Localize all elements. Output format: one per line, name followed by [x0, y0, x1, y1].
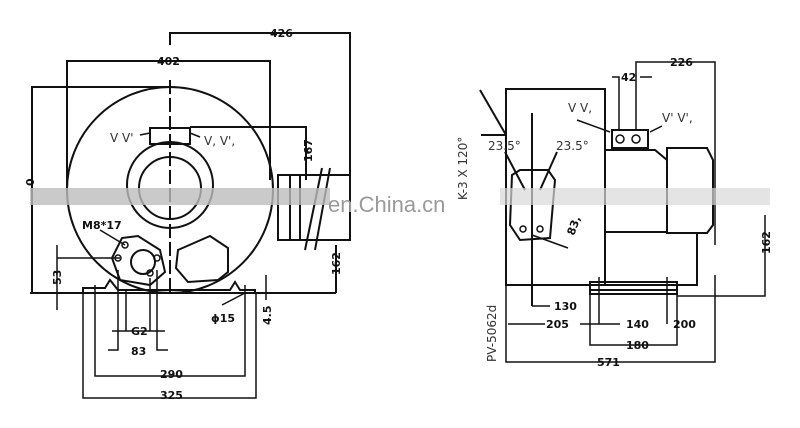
outlet-pipe [277, 174, 351, 241]
dim-200: 200 [673, 318, 696, 331]
dim-g2: G2 [131, 325, 148, 338]
angle-left: 23.5° [488, 139, 521, 153]
label-vv: V V' [110, 131, 134, 145]
dim-42: 42 [621, 71, 636, 84]
label-m8x17: M8*17 [82, 219, 122, 232]
motor-body [505, 88, 606, 286]
dim-162-side: 162 [760, 231, 773, 254]
side-view: 226 42 V V, V' V', 23.5° 23.5° K-3 X 120… [456, 56, 773, 369]
dim-167: 167 [302, 139, 315, 162]
dim-83: 83 [131, 345, 146, 358]
label-vv-side: V V, [568, 101, 592, 115]
dim-130: 130 [554, 300, 577, 313]
inlet-flange [508, 169, 557, 242]
dim-402-line [66, 60, 271, 190]
dim-180: 180 [626, 339, 649, 352]
dim-53: 53 [51, 270, 64, 285]
motor-fan-cover [666, 147, 714, 234]
dim-140: 140 [626, 318, 649, 331]
dim-402: 402 [157, 55, 180, 68]
dim-226: 226 [670, 56, 693, 69]
front-view: 426 402 0 V V' V, V', 167 162 M8*17 53 4… [24, 27, 351, 402]
dim-290: 290 [160, 368, 183, 381]
dim-426-line [169, 32, 351, 175]
dim-325: 325 [160, 389, 183, 402]
fitting-circle [130, 249, 156, 275]
angle-right: 23.5° [556, 139, 589, 153]
label-model: PV-5062d [485, 305, 499, 362]
dim-571: 571 [597, 356, 620, 369]
label-v1v1: V, V', [204, 134, 235, 148]
label-v1v1-side: V' V', [662, 111, 693, 125]
dim-426: 426 [270, 27, 293, 40]
label-holes: K-3 X 120° [456, 137, 470, 200]
dim-0: 0 [24, 178, 37, 186]
terminal-box [174, 234, 229, 284]
terminal-block [611, 129, 649, 149]
dim-0-line [31, 86, 170, 293]
dim-phi15: ϕ15 [211, 312, 235, 325]
dim-162: 162 [330, 252, 343, 275]
watermark: en.China.cn [30, 188, 770, 217]
flange-plate [110, 234, 167, 287]
dim-205: 205 [546, 318, 569, 331]
base-rail [589, 281, 678, 295]
watermark-text: en.China.cn [328, 192, 445, 217]
dim-4-5: 4.5 [261, 306, 274, 326]
dim-83-side: 83, [565, 214, 584, 237]
